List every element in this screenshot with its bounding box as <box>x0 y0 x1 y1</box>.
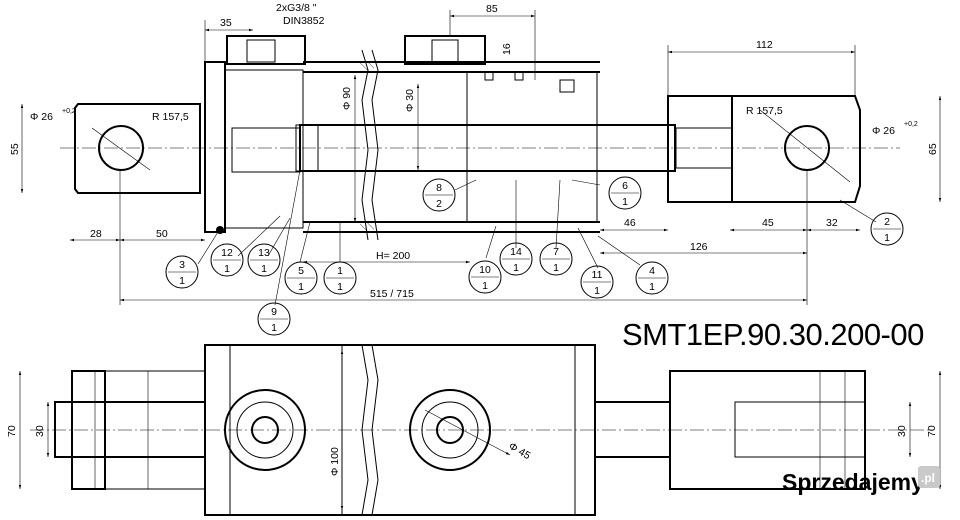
dim-r157-left: R 157,5 <box>152 111 189 123</box>
part-qty: 1 <box>884 232 890 244</box>
dim-phi26-right: Φ 26 <box>872 125 895 137</box>
balloon-part-7: 7 1 <box>539 242 573 276</box>
watermark-badge: .pl <box>921 471 935 485</box>
dim-30-left: 30 <box>34 425 46 437</box>
dim-16: 16 <box>501 43 513 55</box>
balloon-part-10: 10 1 <box>468 260 502 294</box>
dim-65: 65 <box>927 143 939 155</box>
dimension-lines <box>20 10 942 305</box>
dim-70-right: 70 <box>926 425 938 437</box>
right-clevis-exterior <box>669 370 866 490</box>
drawing-code: SMT1EP.90.30.200-00 <box>622 317 924 352</box>
part-id: 5 <box>298 265 304 277</box>
gland-head <box>404 35 598 223</box>
port-standard-label: DIN3852 <box>283 15 325 27</box>
part-id: 9 <box>271 306 277 318</box>
rear-cap <box>204 35 306 234</box>
balloon-part-13: 13 1 <box>247 243 281 277</box>
balloon-part-9: 9 1 <box>257 302 291 336</box>
balloon-part-12: 12 1 <box>210 243 244 277</box>
part-id: 14 <box>510 246 522 258</box>
part-qty: 1 <box>179 275 185 287</box>
dim-32: 32 <box>826 217 838 229</box>
dim-r157-right: R 157,5 <box>746 105 783 117</box>
part-id: 1 <box>337 265 343 277</box>
part-id: 8 <box>436 182 442 194</box>
dim-phi26-left: Φ 26 <box>30 111 53 123</box>
part-id: 10 <box>479 264 491 276</box>
dim-35: 35 <box>220 17 232 29</box>
balloon-part-4: 4 1 <box>635 261 669 295</box>
part-qty: 1 <box>594 285 600 297</box>
balloon-part-14: 14 1 <box>499 242 533 276</box>
part-qty: 1 <box>271 322 277 334</box>
balloon-part-8: 8 2 <box>422 178 456 212</box>
dim-70-left: 70 <box>6 425 18 437</box>
dim-phi30: Φ 30 <box>404 89 416 112</box>
dim-phi90: Φ 90 <box>341 87 353 110</box>
left-clevis-exterior <box>54 370 206 490</box>
exterior-view: 70 30 Φ 100 Φ 45 30 70 <box>6 344 942 516</box>
dim-30-right: 30 <box>896 425 908 437</box>
port-boss-right <box>409 389 511 471</box>
part-qty: 1 <box>513 262 519 274</box>
part-id: 7 <box>553 246 559 258</box>
part-qty: 1 <box>482 280 488 292</box>
balloon-part-2: 2 1 <box>870 212 904 246</box>
dimension-texts: 2xG3/8 " DIN3852 35 85 16 112 Φ 26 +0,2 … <box>9 2 939 300</box>
rod-exterior <box>594 401 671 458</box>
tol-right: +0,2 <box>904 121 918 128</box>
watermark: Sprzedajemy .pl <box>782 466 940 495</box>
part-qty: 1 <box>337 281 343 293</box>
dim-50: 50 <box>156 228 168 240</box>
dim-85: 85 <box>486 3 498 15</box>
dim-length: 515 / 715 <box>370 288 414 300</box>
dim-28: 28 <box>90 228 102 240</box>
part-id: 12 <box>221 247 233 259</box>
part-qty: 2 <box>436 198 442 210</box>
balloon-part-3: 3 1 <box>165 255 199 289</box>
part-qty: 1 <box>261 263 267 275</box>
port-thread-label: 2xG3/8 " <box>276 2 317 14</box>
part-qty: 1 <box>298 281 304 293</box>
dim-126: 126 <box>690 241 708 253</box>
part-id: 2 <box>884 216 890 228</box>
part-id: 13 <box>258 247 270 259</box>
part-qty: 1 <box>649 281 655 293</box>
part-id: 3 <box>179 259 185 271</box>
part-qty: 1 <box>622 196 628 208</box>
part-qty: 1 <box>224 263 230 275</box>
part-id: 11 <box>592 269 603 281</box>
port-boss-left <box>224 389 306 471</box>
watermark-text: Sprzedajemy <box>782 469 924 495</box>
dim-55: 55 <box>9 143 21 155</box>
balloon-part-5: 5 1 <box>284 261 318 295</box>
part-id: 4 <box>649 265 655 277</box>
dim-45: 45 <box>762 217 774 229</box>
part-id: 6 <box>622 180 628 192</box>
left-rod-eye <box>74 103 201 194</box>
balloon-part-6: 6 1 <box>608 176 642 210</box>
dim-112: 112 <box>756 39 773 51</box>
balloon-part-11: 11 1 <box>580 265 614 299</box>
dim-phi100: Φ 100 <box>329 447 341 476</box>
cylinder-barrel <box>303 49 600 241</box>
section-view: 2xG3/8 " DIN3852 35 85 16 112 Φ 26 +0,2 … <box>9 2 942 352</box>
right-rod-eye <box>667 95 861 203</box>
dim-phi45: Φ 45 <box>507 440 533 462</box>
dim-46: 46 <box>624 217 636 229</box>
part-qty: 1 <box>553 262 559 274</box>
balloon-part-1: 1 1 <box>323 261 357 295</box>
part-balloons: 3 1 12 1 13 1 5 1 <box>165 169 904 336</box>
dim-stroke: H= 200 <box>376 250 410 262</box>
tol-left: +0,2 <box>62 108 76 115</box>
